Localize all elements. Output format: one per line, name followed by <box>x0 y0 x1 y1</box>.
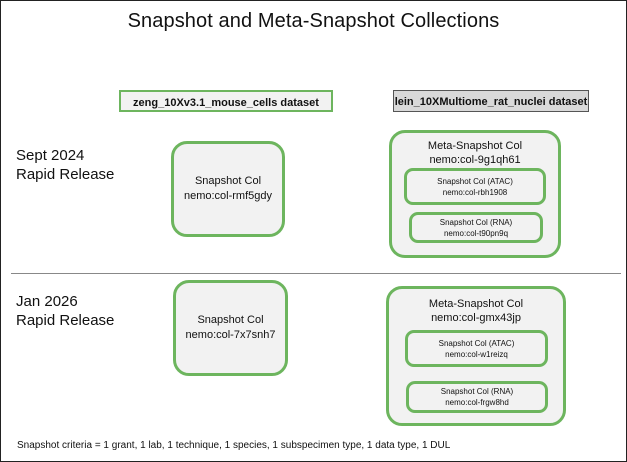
release-type: Rapid Release <box>16 312 115 329</box>
meta-snapshot-col-label: Meta-Snapshot Col <box>427 140 523 152</box>
snapshot-col-rna-box: Snapshot Col (RNA) nemo:col-t90pn9q <box>409 212 543 243</box>
snapshot-col-rna-label: Snapshot Col (RNA) <box>439 217 513 227</box>
snapshot-col-atac-id: nemo:col-w1reizq <box>445 349 508 359</box>
snapshot-col-rna-id: nemo:col-t90pn9q <box>443 228 509 238</box>
snapshot-col-label: Snapshot Col <box>197 314 264 326</box>
release-date: Sept 2024 <box>16 147 85 164</box>
dataset-header-rat: lein_10XMultiome_rat_nuclei dataset <box>393 90 589 112</box>
snapshot-col-label: Snapshot Col <box>194 175 262 187</box>
meta-snapshot-col-id: nemo:col-gmx43jp <box>431 312 521 324</box>
meta-snapshot-col-id: nemo:col-9g1qh61 <box>429 154 521 166</box>
release-label-jan-2026: Jan 2026 Rapid Release <box>16 292 114 330</box>
diagram-title: Snapshot and Meta-Snapshot Collections <box>127 10 500 32</box>
release-label-sept-2024: Sept 2024 Rapid Release <box>16 146 114 184</box>
snapshot-col-rna-id: nemo:col-frgw8hd <box>445 398 509 407</box>
snapshot-col-box: Snapshot Col nemo:col-7x7snh7 <box>173 280 288 376</box>
snapshot-col-atac-box: Snapshot Col (ATAC) nemo:col-w1reizq <box>405 330 548 367</box>
snapshot-criteria-note: Snapshot criteria = 1 grant, 1 lab, 1 te… <box>17 440 451 451</box>
snapshot-col-box: Snapshot Col nemo:col-rmf5gdy <box>171 141 285 237</box>
snapshot-col-id: nemo:col-rmf5gdy <box>183 190 273 202</box>
release-date: Jan 2026 <box>16 293 78 310</box>
row-divider <box>11 273 621 274</box>
snapshot-col-rna-label: Snapshot Col (RNA) <box>440 387 514 396</box>
meta-snapshot-col-label: Meta-Snapshot Col <box>428 298 524 310</box>
snapshot-col-atac-id: nemo:col-rbh1908 <box>442 187 508 197</box>
release-type: Rapid Release <box>16 166 115 183</box>
snapshot-col-rna-box: Snapshot Col (RNA) nemo:col-frgw8hd <box>406 381 548 413</box>
snapshot-col-atac-box: Snapshot Col (ATAC) nemo:col-rbh1908 <box>404 168 546 205</box>
dataset-header-mouse: zeng_10Xv3.1_mouse_cells dataset <box>119 90 333 112</box>
snapshot-col-id: nemo:col-7x7snh7 <box>185 329 276 341</box>
snapshot-col-atac-label: Snapshot Col (ATAC) <box>437 176 513 186</box>
snapshot-col-atac-label: Snapshot Col (ATAC) <box>438 338 515 348</box>
